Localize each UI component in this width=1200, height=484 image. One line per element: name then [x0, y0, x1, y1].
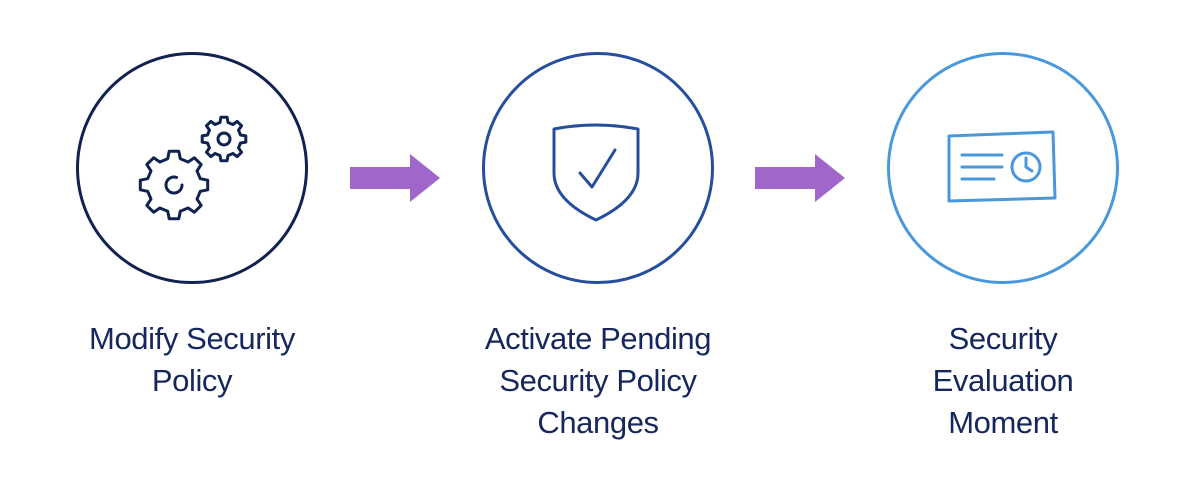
- step-2-label: Activate Pending Security Policy Changes: [438, 318, 758, 444]
- shield-check-icon: [552, 123, 640, 222]
- step-2-label-line: Changes: [537, 405, 659, 440]
- arrow-right-icon: [350, 154, 440, 202]
- arrow-right-icon: [755, 154, 845, 202]
- step-3-label-line: Evaluation: [932, 363, 1074, 398]
- step-3-circle: [887, 52, 1119, 284]
- step-3-label-line: Moment: [948, 405, 1058, 440]
- step-3-label: Security Evaluation Moment: [843, 318, 1163, 444]
- clock-card-icon: [947, 130, 1057, 203]
- step-2-label-line: Security Policy: [499, 363, 697, 398]
- step-2-label-line: Activate Pending: [484, 321, 712, 356]
- step-1-label: Modify Security Policy: [32, 318, 352, 402]
- step-1-label-line: Modify Security: [89, 321, 295, 356]
- gears-icon: [138, 115, 248, 221]
- step-1-label-line: Policy: [151, 363, 233, 398]
- step-3-label-line: Security: [948, 321, 1058, 356]
- step-2-circle: [482, 52, 714, 284]
- step-1-circle: [76, 52, 308, 284]
